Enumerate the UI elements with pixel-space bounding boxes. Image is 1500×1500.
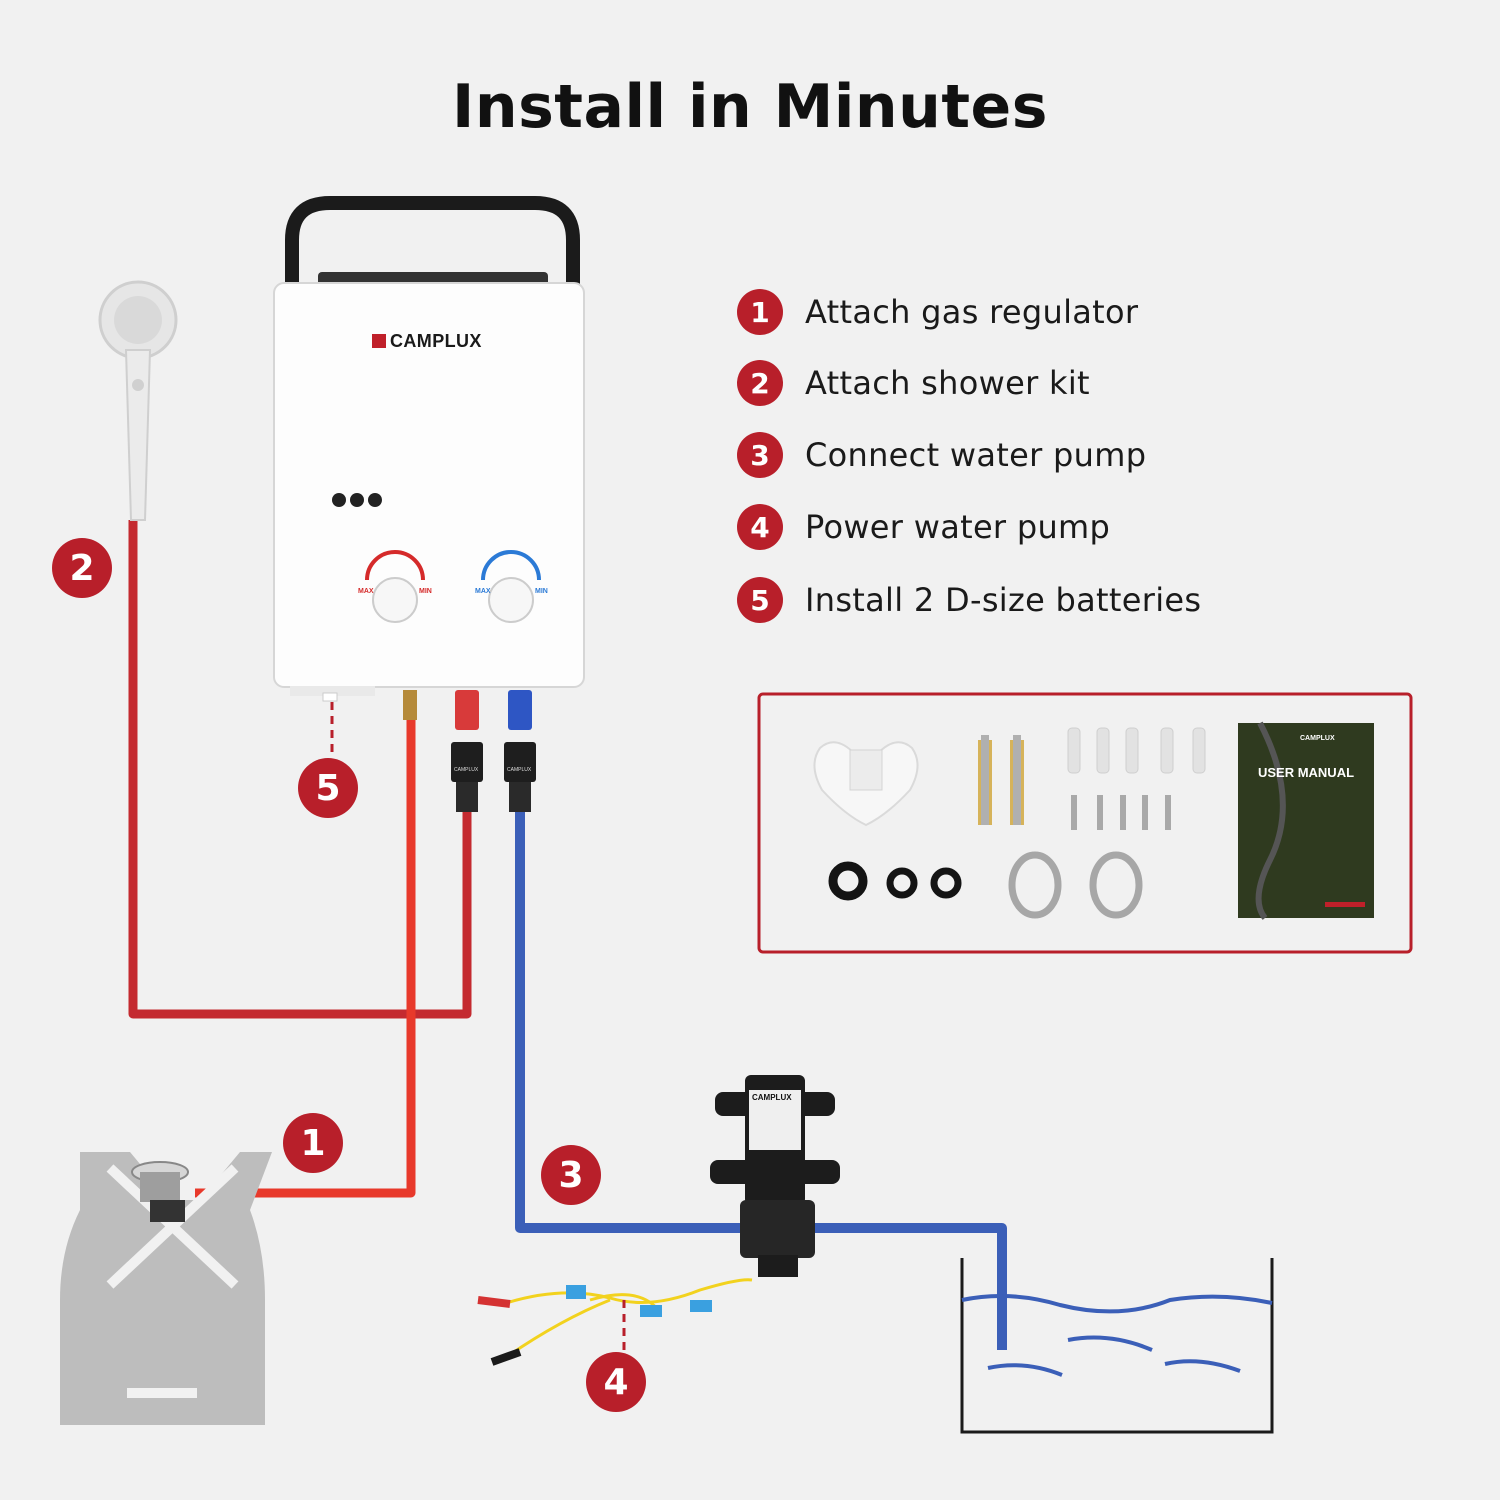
batteries-step-badge: 5 bbox=[298, 758, 358, 818]
accessories-kit-box bbox=[757, 692, 1413, 954]
step-number: 3 bbox=[737, 432, 783, 478]
hot-knob-max-label: MAX bbox=[358, 588, 374, 595]
step-3: 3 Connect water pump bbox=[737, 430, 1146, 480]
pump-brand-label: CAMPLUX bbox=[752, 1093, 792, 1102]
anchor-bolts-icon bbox=[978, 735, 1024, 825]
heater-handle bbox=[285, 196, 580, 285]
screws-icon bbox=[1071, 795, 1171, 830]
hot-outlet-fitting bbox=[451, 690, 483, 812]
gas-fitting bbox=[403, 690, 417, 720]
pump-step-badge: 3 bbox=[541, 1145, 601, 1205]
gas-tank-icon bbox=[60, 1152, 272, 1425]
shower-hose-line bbox=[128, 520, 472, 1019]
shower-step-badge: 2 bbox=[52, 538, 112, 598]
power-leads-icon bbox=[477, 1278, 753, 1366]
washers-icon bbox=[828, 861, 962, 901]
manual-title-label: USER MANUAL bbox=[1257, 765, 1355, 780]
step-label: Attach shower kit bbox=[805, 364, 1090, 402]
cold-knob-min-label: MIN bbox=[535, 588, 548, 595]
hot-knob-arc bbox=[365, 550, 425, 581]
page-title: Install in Minutes bbox=[452, 72, 1048, 142]
shower-holder-icon bbox=[813, 741, 919, 827]
heater-brand-logo: CAMPLUX bbox=[372, 331, 482, 352]
power-step-badge: 4 bbox=[586, 1352, 646, 1412]
hot-knob bbox=[372, 577, 418, 623]
step-label: Install 2 D-size batteries bbox=[805, 581, 1202, 619]
gas-regulator-icon bbox=[131, 1161, 189, 1222]
cold-knob-arc bbox=[481, 550, 541, 581]
cold-knob bbox=[488, 577, 534, 623]
indicator-lights bbox=[332, 493, 382, 507]
cold-fitting-brand: CAMPLUX bbox=[507, 767, 532, 773]
step-2: 2 Attach shower kit bbox=[737, 358, 1090, 408]
step-number: 5 bbox=[737, 577, 783, 623]
step-label: Connect water pump bbox=[805, 436, 1147, 474]
step-5: 5 Install 2 D-size batteries bbox=[737, 575, 1201, 625]
manual-brand-label: CAMPLUX bbox=[1300, 735, 1335, 742]
hot-fitting-brand: CAMPLUX bbox=[454, 767, 479, 773]
gas-step-badge: 1 bbox=[283, 1113, 343, 1173]
cold-inlet-fitting bbox=[504, 690, 536, 812]
battery-box bbox=[290, 686, 375, 696]
hose-clamps-icon bbox=[1008, 851, 1143, 919]
water-pump-icon bbox=[710, 1075, 840, 1277]
step-4: 4 Power water pump bbox=[737, 502, 1110, 552]
gas-line bbox=[195, 718, 416, 1198]
step-number: 4 bbox=[737, 504, 783, 550]
step-number: 1 bbox=[737, 289, 783, 335]
shower-head-icon bbox=[98, 280, 178, 521]
cold-knob-max-label: MAX bbox=[475, 588, 491, 595]
hot-knob-min-label: MIN bbox=[419, 588, 432, 595]
step-label: Power water pump bbox=[805, 508, 1111, 546]
wall-plugs-icon bbox=[1067, 727, 1206, 774]
step-label: Attach gas regulator bbox=[805, 293, 1139, 331]
step-number: 2 bbox=[737, 360, 783, 406]
step-1: 1 Attach gas regulator bbox=[737, 287, 1138, 337]
water-tank-icon bbox=[960, 1258, 1274, 1434]
